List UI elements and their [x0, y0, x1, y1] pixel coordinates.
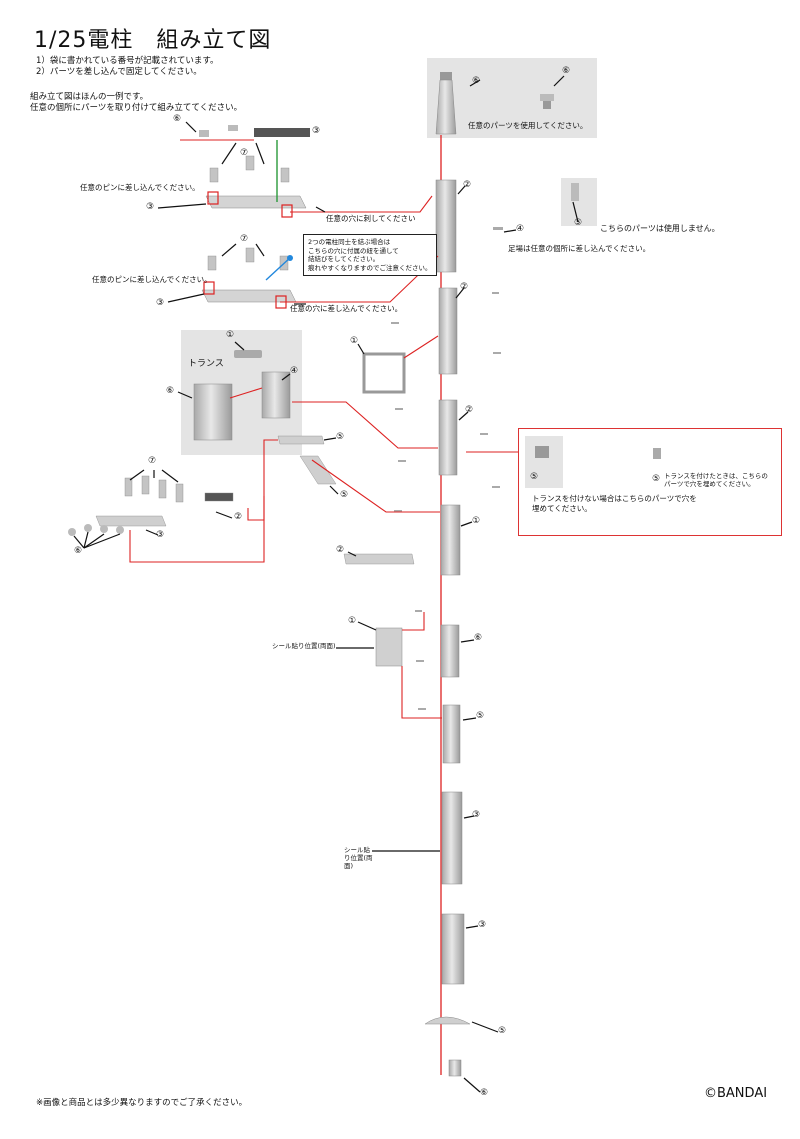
pole-foot-part: [448, 1059, 462, 1077]
callout-6-trans: ⑥: [166, 386, 175, 396]
example-note: 組み立て図はほんの一例です。 任意の個所にパーツを取り付けて組み立ててください。: [30, 92, 242, 114]
insulator-group-2: [207, 247, 289, 271]
connector-lines: [129, 139, 518, 719]
callout-2-arm: ②: [234, 512, 243, 522]
pole-segment-2b: [438, 287, 458, 375]
page-title: 1/25電柱 組み立て図: [34, 28, 272, 53]
crossarm-1: [199, 125, 310, 209]
callout-1-plate: ①: [348, 616, 357, 626]
callout-5-bracket-b: ⑤: [340, 490, 349, 500]
instruction-1: 1）袋に書かれている番号が記載されています。: [36, 56, 219, 66]
callout-1-trans: ①: [226, 330, 235, 340]
callout-5-unused: ⑤: [574, 218, 583, 228]
pole-segment-6: [440, 624, 460, 678]
transformer-parts: [193, 350, 291, 441]
fill-part-small: [653, 448, 661, 459]
wire-hole-marker: [287, 255, 293, 261]
example-note-2: 任意の個所にパーツを取り付けて組み立ててください。: [30, 103, 243, 113]
callout-5-base: ⑤: [498, 1026, 507, 1036]
callout-2-c: ②: [465, 405, 474, 415]
callout-4-trans: ④: [290, 366, 299, 376]
pole-segment-1: [440, 504, 461, 576]
label-transformer: トランス: [188, 359, 224, 369]
example-note-1: 組み立て図はほんの一例です。: [30, 92, 149, 102]
callout-2-side: ②: [336, 545, 345, 555]
label-insert-pin-1: 任意のピンに差し込んでください。: [80, 183, 200, 192]
label-with-transformer: トランスを付けたときは、こちらのパーツで穴を埋めてください。: [664, 472, 768, 488]
pole-segment-5: [442, 704, 461, 764]
hole-highlight-1: [281, 204, 293, 218]
callout-3-b: ③: [478, 920, 487, 930]
label-foothold: 足場は任意の個所に差し込んでください。: [508, 244, 651, 253]
pole-top-cap-part: [435, 72, 457, 135]
label-insert-pin-2: 任意のピンに差し込んでください。: [92, 275, 212, 284]
callout-7-a: ⑦: [240, 148, 249, 158]
footer-disclaimer: ※画像と商品とは多少異なりますのでご了承ください。: [36, 1098, 248, 1108]
pole-segment-2a: [435, 179, 457, 273]
callout-5-pole: ⑤: [476, 711, 485, 721]
label-use-any-part: 任意のパーツを使用してください。: [468, 121, 588, 130]
callout-6-bolts: ⑥: [74, 546, 83, 556]
sticker-plate-part: [375, 627, 403, 667]
callout-5-bracket-a: ⑤: [336, 432, 345, 442]
callout-1-pole: ①: [472, 516, 481, 526]
fill-part-panel: [525, 436, 563, 488]
callout-2-b: ②: [460, 282, 469, 292]
label-not-used: こちらのパーツは使用しません。: [600, 224, 720, 233]
pole-base-plate: [424, 1016, 471, 1025]
foothold-pins: [391, 227, 503, 710]
crossarm-1-top-part: [254, 128, 310, 137]
bolt-parts: [68, 524, 124, 536]
callout-3-arm-top: ③: [312, 126, 321, 136]
unused-part: [571, 183, 579, 201]
callout-7-c: ⑦: [148, 456, 157, 466]
pin-highlight-1: [207, 191, 219, 205]
insulator-group-3: [124, 475, 184, 503]
bracket-parts: [95, 435, 415, 565]
pole-segment-3b: [441, 913, 465, 985]
instruction-2: 2）パーツを差し込んで固定してください。: [36, 67, 202, 77]
blue-guide-line: [265, 255, 293, 281]
label-sticker-1: シール貼り位置(両面): [272, 642, 336, 650]
callout-3-arm-2: ③: [156, 298, 165, 308]
pole-segment-3a: [441, 791, 463, 885]
callout-6-arm: ⑥: [173, 114, 182, 124]
label-sticker-2: シール貼り位置(両面): [344, 846, 373, 870]
label-hole-1: 任意の穴に刺してください: [326, 214, 416, 223]
copyright: ©BANDAI: [704, 1086, 768, 1101]
fill-part: [535, 446, 549, 458]
small-cap-part: [540, 94, 554, 109]
callout-5-fill-small: ⑤: [652, 474, 661, 484]
pin-highlight-2: [203, 281, 215, 295]
frame-part: [362, 352, 406, 394]
callout-3-a: ③: [472, 810, 481, 820]
label-hole-2: 任意の穴に差し込んでください。: [290, 304, 403, 313]
callout-5-fill: ⑤: [530, 472, 539, 482]
wire-note-line-2: こちらの穴に付属の紐を通して: [308, 246, 399, 255]
callout-3-arm-3: ③: [156, 530, 165, 540]
wire-note-line-1: 2つの電柱同士を結ぶ場合は: [308, 238, 391, 246]
instructions: 1）袋に書かれている番号が記載されています。 2）パーツを差し込んで固定してくだ…: [36, 56, 219, 78]
wire-note-line-4: 痕れやすくなりますのでご注意ください。: [308, 263, 432, 272]
callout-1-frame: ①: [350, 336, 359, 346]
callout-6-pole: ⑥: [474, 633, 483, 643]
callout-6-top: ⑥: [472, 76, 481, 86]
insulator-group-1: [209, 155, 290, 183]
callout-2-a: ②: [463, 180, 472, 190]
callout-7-b: ⑦: [240, 234, 249, 244]
leader-lines: [73, 75, 579, 1093]
callout-4-foot: ④: [516, 224, 525, 234]
label-without-transformer: トランスを付けない場合はこちらのパーツで穴を埋めてください。: [532, 494, 697, 513]
callout-6-cap: ⑥: [562, 66, 571, 76]
transformer-option-box: [518, 428, 782, 536]
wire-note-line-3: 結結びをしてください。: [308, 255, 380, 263]
wire-note-box: 2つの電柱同士を結ぶ場合は こちらの穴に付属の紐を通して 結結びをしてください。…: [303, 234, 437, 276]
hole-highlight-2: [275, 295, 287, 309]
callout-3-arm-1: ③: [146, 202, 155, 212]
pole-segment-2c: [438, 399, 458, 476]
callout-6-foot: ⑥: [480, 1088, 489, 1098]
